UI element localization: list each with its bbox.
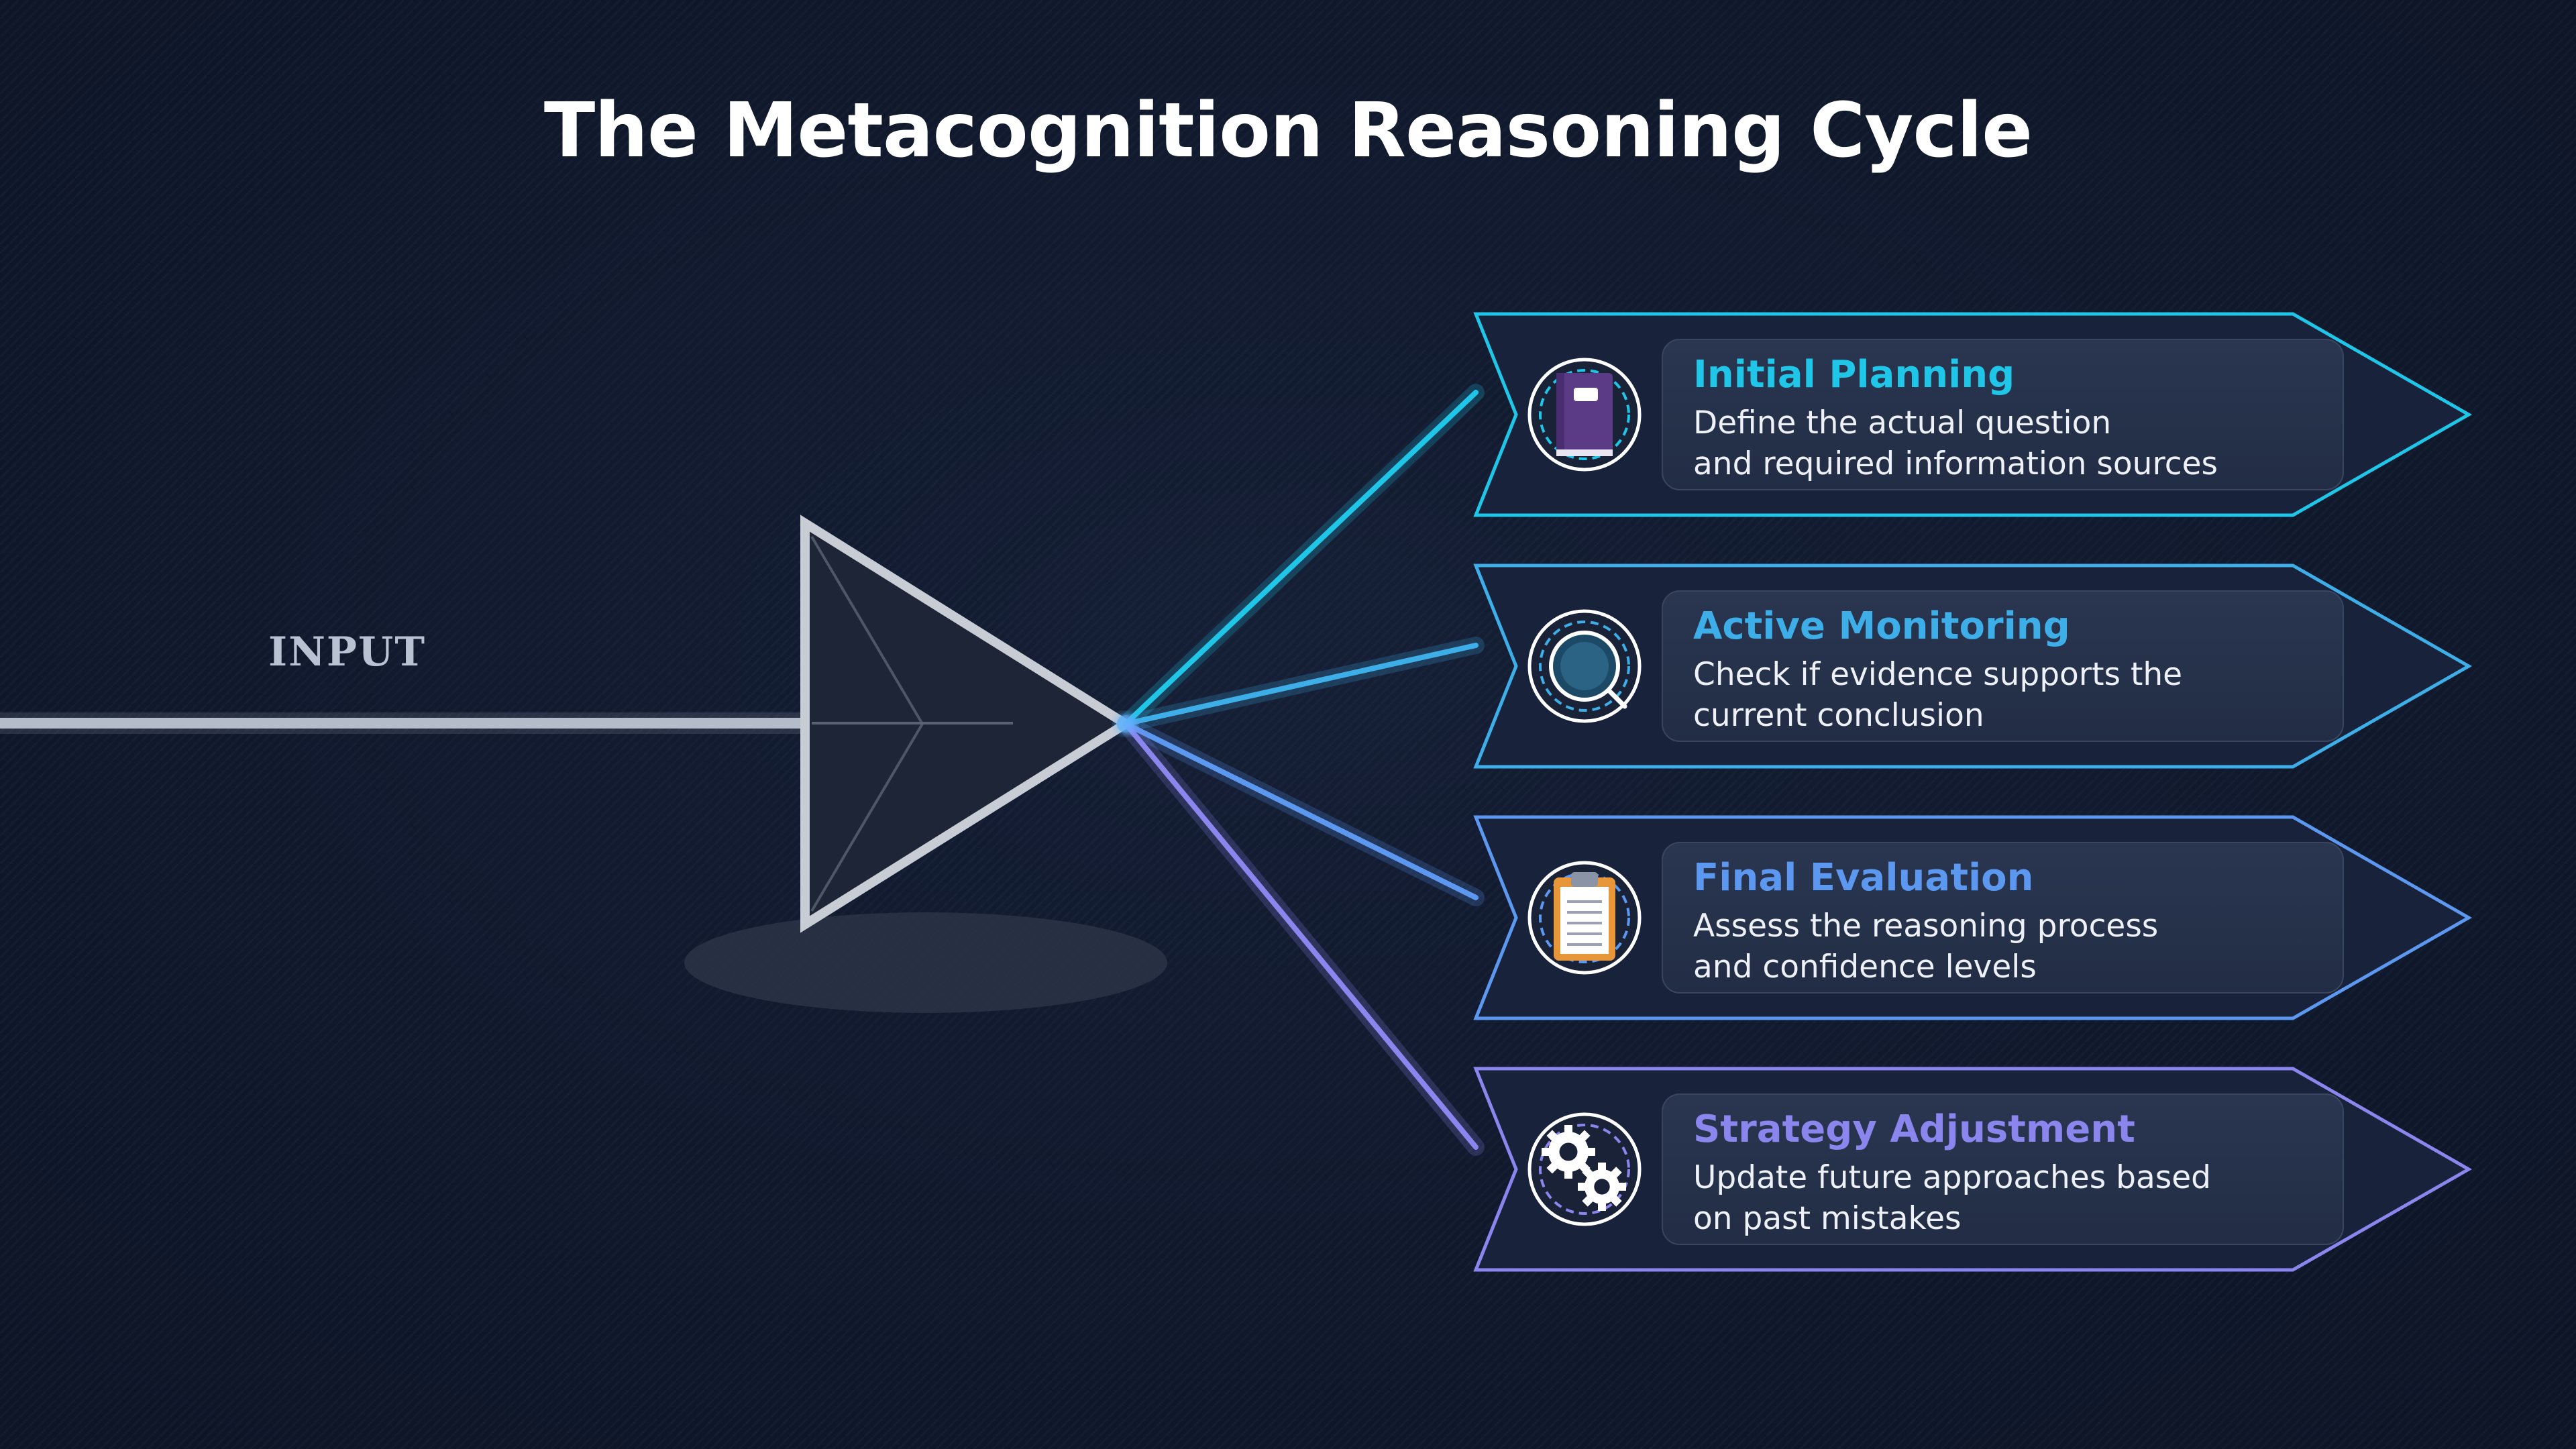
beam-strategy-adjustment (1123, 721, 1479, 1150)
stage-card-panel (1662, 1093, 2344, 1245)
stage-description-line: on past mistakes (1693, 1200, 1962, 1237)
stage-description-line: and confidence levels (1693, 949, 2037, 985)
notebook-icon (1527, 358, 1642, 472)
input-beam (0, 718, 812, 729)
prism-shadow (684, 912, 1167, 1013)
stage-card-final-evaluation-text: Final Evaluation Assess the reasoning pr… (1693, 855, 2297, 987)
stage-card-panel (1662, 339, 2344, 490)
stage-title: Active Monitoring (1693, 604, 2070, 648)
stage-description-line: Define the actual question (1693, 405, 2112, 441)
stage-card-panel (1662, 590, 2344, 742)
stage-description-line: Check if evidence supports the (1693, 656, 2183, 693)
stage-card-initial-planning-text: Initial Planning Define the actual quest… (1693, 352, 2297, 484)
stage-description: Define the actual question and required … (1693, 402, 2297, 484)
input-label: INPUT (268, 629, 426, 676)
stage-description: Check if evidence supports the current c… (1693, 654, 2297, 736)
beam-origin-glow (1116, 714, 1135, 733)
stage-card-strategy-adjustment (1473, 1067, 2473, 1272)
page-title: The Metacognition Reasoning Cycle (543, 87, 2033, 174)
stage-description-line: Update future approaches based (1693, 1159, 2212, 1196)
clipboard-icon (1527, 861, 1642, 975)
stage-title: Strategy Adjustment (1693, 1108, 2135, 1151)
output-beams (1117, 384, 1485, 1156)
prism (800, 515, 1135, 933)
magnifier-icon (1527, 609, 1642, 723)
stage-description-line: and required information sources (1693, 445, 2218, 482)
stage-card-active-monitoring-text: Active Monitoring Check if evidence supp… (1693, 603, 2297, 736)
stage-title: Initial Planning (1693, 353, 2015, 396)
stage-description-line: current conclusion (1693, 697, 1984, 734)
stage-cards (1473, 312, 2473, 1272)
beam-final-evaluation (1123, 721, 1479, 900)
stage-description: Update future approaches based on past m… (1693, 1157, 2297, 1239)
stage-card-final-evaluation (1473, 815, 2473, 1020)
beam-initial-planning (1123, 390, 1479, 727)
beam-active-monitoring (1123, 643, 1479, 727)
stage-card-strategy-adjustment-text: Strategy Adjustment Update future approa… (1693, 1106, 2297, 1239)
gears-icon (1527, 1112, 1642, 1226)
stage-card-initial-planning (1473, 312, 2473, 517)
stage-card-panel (1662, 842, 2344, 994)
stage-description: Assess the reasoning process and confide… (1693, 906, 2297, 987)
stage-description-line: Assess the reasoning process (1693, 908, 2159, 945)
stage-title: Final Evaluation (1693, 856, 2034, 900)
stage-card-active-monitoring (1473, 564, 2473, 769)
